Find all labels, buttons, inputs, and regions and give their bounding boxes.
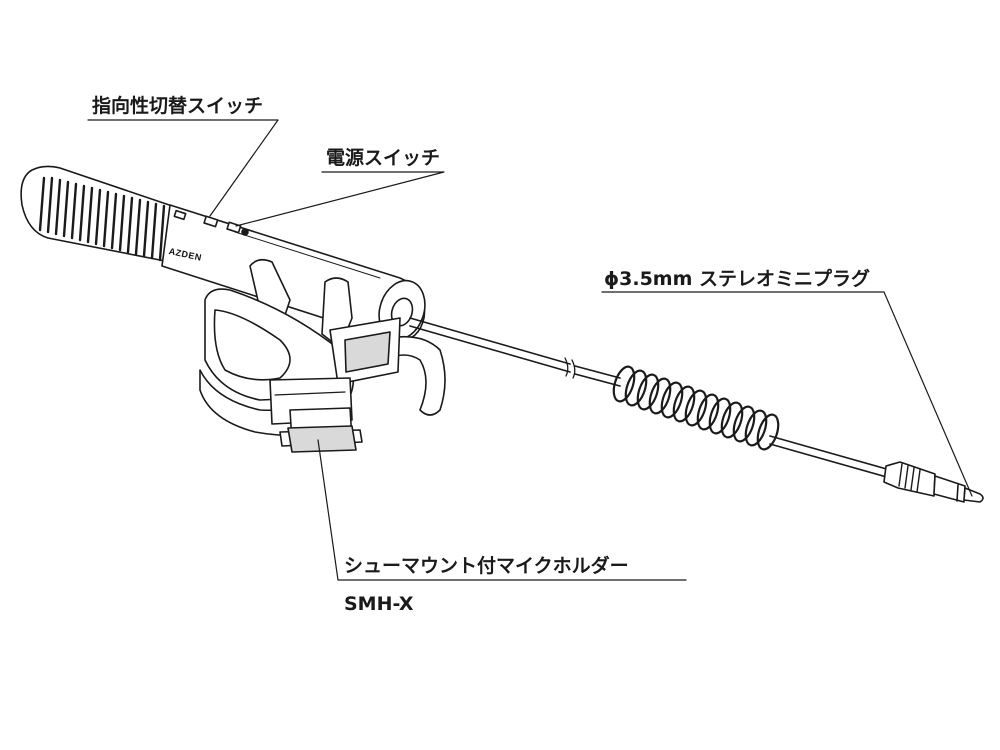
leader-lines [87, 119, 973, 581]
label-power-switch: 電源スイッチ [326, 147, 441, 169]
coiled-cable [612, 365, 780, 451]
label-shoe-mount-holder: シューマウント付マイクホルダー [344, 555, 629, 577]
shock-mount [199, 258, 446, 447]
cable [409, 317, 891, 479]
label-model: SMH-X [344, 593, 414, 615]
shoe-foot [287, 425, 357, 453]
label-stereo-mini-plug: ϕ3.5mm ステレオミニプラグ [604, 268, 871, 290]
switch-cluster [173, 209, 249, 236]
mic-grille [20, 165, 191, 263]
label-directivity-switch: 指向性切替スイッチ [92, 95, 264, 117]
stereo-mini-plug [883, 461, 984, 503]
